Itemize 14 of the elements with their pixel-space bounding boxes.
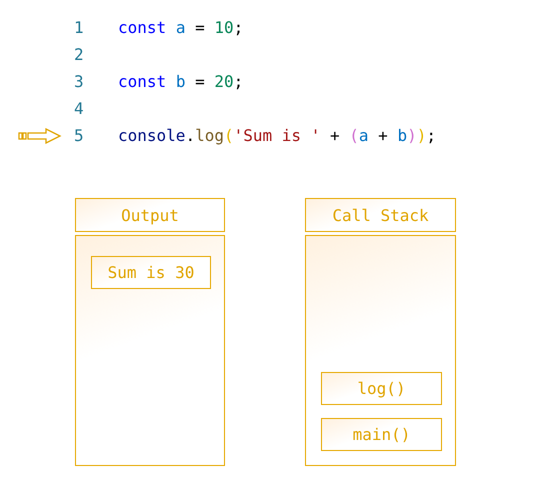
code-line: const b = 20; [118,72,244,92]
line-number: 4 [74,99,84,119]
call-stack-panel [305,235,456,466]
code-line: console.log('Sum is ' + (a + b)); [118,126,436,146]
stack-frame: main() [321,418,442,451]
line-number: 5 [74,126,84,146]
output-panel [75,235,225,466]
line-number: 1 [74,18,84,38]
panel-header: Output [75,198,225,232]
code-line: const a = 10; [118,18,244,38]
line-number: 2 [74,45,84,65]
panel-header: Call Stack [305,198,456,232]
line-number: 3 [74,72,84,92]
stack-frame: log() [321,372,442,405]
